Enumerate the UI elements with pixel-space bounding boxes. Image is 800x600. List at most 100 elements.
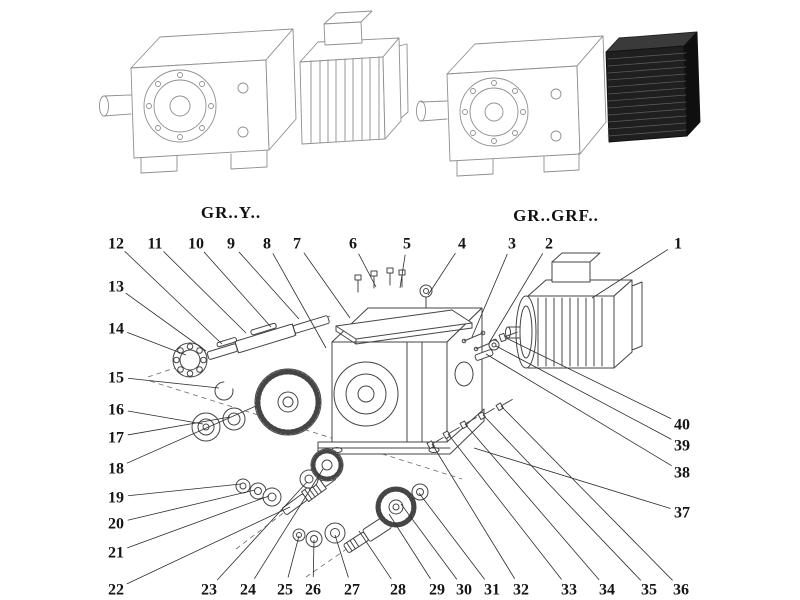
callout-number-28: 28 — [390, 582, 406, 599]
leader-line-part-1 — [591, 249, 669, 299]
callout-number-36: 36 — [673, 582, 689, 599]
leader-line-part-30 — [400, 503, 458, 580]
callout-number-2: 2 — [545, 236, 553, 253]
callout-number-25: 25 — [277, 582, 293, 599]
callout-number-19: 19 — [108, 490, 124, 507]
callout-number-1: 1 — [674, 236, 682, 253]
part-gear-stage1 — [254, 368, 322, 436]
callout-number-7: 7 — [293, 236, 301, 253]
callout-number-10: 10 — [188, 236, 204, 253]
callout-number-8: 8 — [263, 236, 271, 253]
leader-line-part-22 — [126, 506, 291, 585]
callout-number-22: 22 — [108, 582, 124, 599]
callout-number-33: 33 — [561, 582, 577, 599]
ribbed-cover — [605, 31, 701, 143]
callout-number-17: 17 — [108, 430, 124, 447]
part-motor-key — [474, 349, 494, 361]
callout-number-32: 32 — [513, 582, 529, 599]
callout-number-34: 34 — [599, 582, 615, 599]
callout-number-38: 38 — [674, 465, 690, 482]
callout-number-27: 27 — [344, 582, 360, 599]
callout-number-30: 30 — [456, 582, 472, 599]
leader-line-part-39 — [495, 345, 672, 440]
leader-line-part-23 — [216, 481, 308, 581]
part-housing-bolts — [426, 399, 513, 450]
part-eyebolt — [419, 284, 433, 309]
part-output-washer — [411, 483, 429, 501]
leader-line-part-18 — [126, 405, 257, 464]
leader-line-part-21 — [127, 495, 270, 549]
leader-line-part-29 — [388, 513, 431, 580]
leader-line-part-37 — [473, 447, 671, 509]
leader-line-part-11 — [163, 251, 247, 334]
leader-line-part-32 — [431, 443, 516, 579]
part-cover-screws — [354, 267, 406, 293]
variant-label-gr-y: GR..Y.. — [201, 203, 261, 222]
callout-number-39: 39 — [674, 438, 690, 455]
callout-number-6: 6 — [349, 236, 357, 253]
part-cover-plate — [335, 309, 473, 345]
part-snap-ring — [214, 381, 234, 401]
leader-line-part-9 — [238, 251, 300, 320]
part-ring-set — [292, 522, 346, 548]
callout-number-13: 13 — [108, 279, 124, 296]
part-motor — [505, 252, 643, 369]
leader-line-part-12 — [124, 250, 223, 345]
part-motor-washer — [488, 339, 500, 351]
leader-line-part-2 — [488, 253, 544, 344]
leader-line-part-20 — [127, 489, 256, 521]
leader-line-part-34 — [464, 423, 600, 581]
leader-line-part-13 — [125, 292, 207, 352]
callout-number-20: 20 — [108, 516, 124, 533]
part-washer-set — [235, 478, 282, 507]
assembled-view-gr-grf — [416, 31, 701, 177]
leader-line-part-15 — [127, 377, 220, 389]
callout-number-15: 15 — [108, 370, 124, 387]
part-gear-stage2 — [310, 448, 344, 482]
leader-line-part-4 — [427, 252, 456, 296]
assembled-view-gr-y — [99, 10, 409, 174]
leader-line-part-6 — [358, 253, 377, 288]
part-gear-output — [375, 486, 417, 528]
part-housing-body — [317, 307, 485, 455]
part-input-shaft — [206, 315, 330, 360]
leader-line-part-27 — [334, 534, 349, 578]
callout-number-26: 26 — [305, 582, 321, 599]
leader-line-part-25 — [287, 535, 300, 578]
callout-number-37: 37 — [674, 505, 690, 522]
leader-line-part-40 — [505, 337, 672, 420]
leader-line-part-17 — [127, 416, 231, 436]
leader-line-part-14 — [127, 331, 187, 356]
callout-number-40: 40 — [674, 417, 690, 434]
callout-number-11: 11 — [147, 236, 162, 253]
exploded-view — [172, 252, 643, 553]
part-taper-bearing — [172, 342, 208, 378]
callout-number-21: 21 — [108, 545, 124, 562]
leader-line-part-36 — [500, 405, 673, 581]
callout-number-24: 24 — [240, 582, 256, 599]
callout-number-29: 29 — [429, 582, 445, 599]
leader-line-part-38 — [485, 353, 672, 467]
variant-label-gr-grf: GR..GRF.. — [513, 206, 599, 225]
leader-line-part-31 — [418, 492, 486, 580]
callout-number-16: 16 — [108, 402, 124, 419]
callout-number-18: 18 — [108, 461, 124, 478]
leader-line-part-24 — [254, 468, 324, 580]
callout-number-14: 14 — [108, 321, 124, 338]
leader-line-part-35 — [482, 414, 642, 581]
leader-line-part-28 — [358, 530, 392, 580]
leader-line-part-7 — [303, 252, 351, 319]
callout-number-9: 9 — [227, 236, 235, 253]
callout-number-23: 23 — [201, 582, 217, 599]
callout-number-3: 3 — [508, 236, 516, 253]
leader-line-part-16 — [127, 410, 204, 425]
callout-number-5: 5 — [403, 236, 411, 253]
leader-line-part-19 — [127, 483, 242, 497]
leader-line-part-26 — [312, 539, 315, 578]
leader-line-part-10 — [203, 251, 272, 328]
part-motor-bolt — [498, 331, 518, 343]
leader-line-part-8 — [272, 253, 327, 349]
